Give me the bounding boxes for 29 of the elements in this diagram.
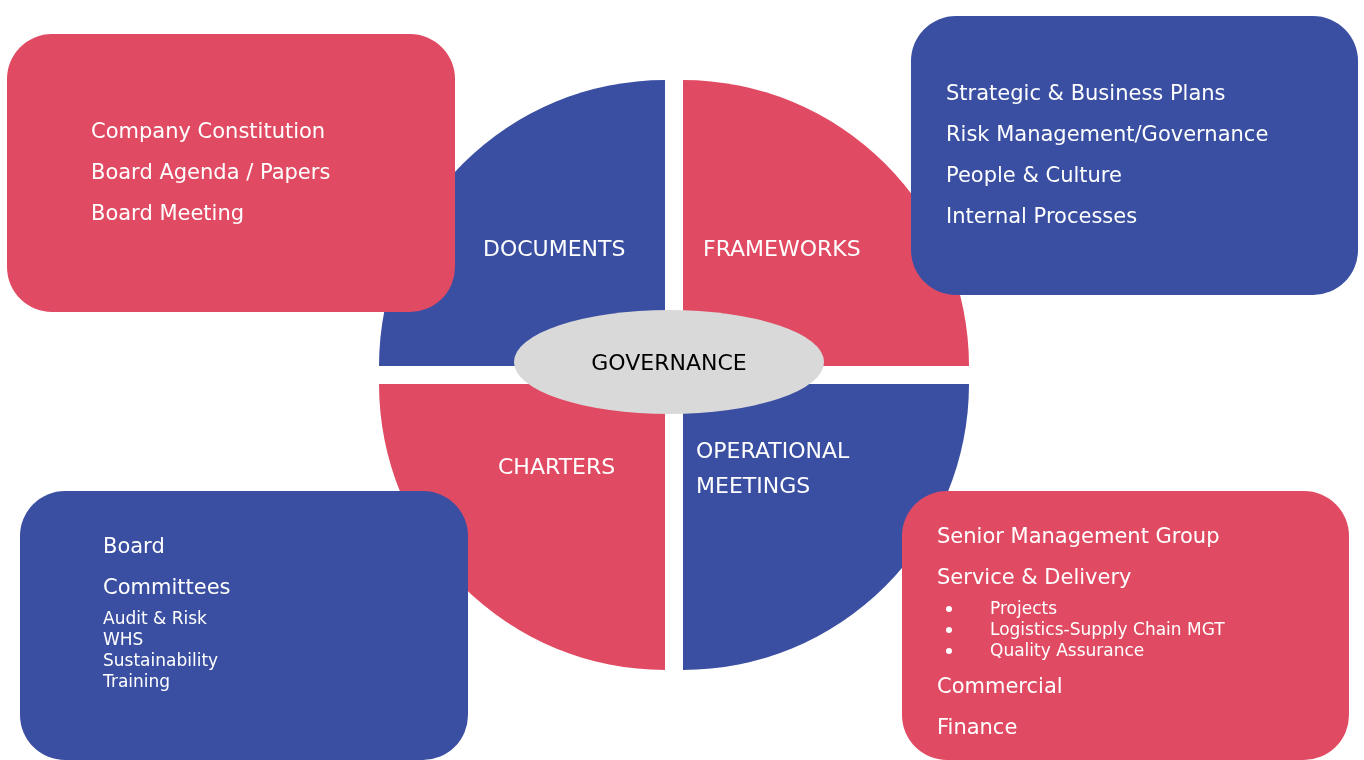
info-card <box>20 491 468 760</box>
sub-item: Audit & Risk <box>103 608 208 629</box>
info-card <box>7 34 455 312</box>
list-item: Projects <box>990 598 1058 618</box>
list-item: Quality Assurance <box>990 640 1145 660</box>
list-item: Logistics-Supply Chain MGT <box>990 619 1225 639</box>
list-item: Company Constitution <box>91 118 327 145</box>
list-item: Commercial <box>937 673 1064 700</box>
list-item: People & Culture <box>946 162 1123 189</box>
list-item: Senior Management Group <box>937 523 1221 550</box>
quadrant-label: FRAMEWORKS <box>703 235 862 263</box>
quadrant-label: CHARTERS <box>498 453 617 481</box>
list-item: Risk Management/Governance <box>946 121 1270 148</box>
list-item: Board Agenda / Papers <box>91 159 332 186</box>
quadrant-label: DOCUMENTS <box>483 235 627 263</box>
quadrant-label: OPERATIONAL MEETINGS <box>696 437 851 500</box>
list-item: Board <box>103 533 166 560</box>
list-item: Finance <box>937 714 1019 741</box>
list-item: Service & Delivery <box>937 564 1133 591</box>
list-item: Strategic & Business Plans <box>946 80 1227 107</box>
list-item: Board Meeting <box>91 200 246 227</box>
info-card <box>902 491 1349 760</box>
sub-item: Training <box>103 671 172 692</box>
list-item: Committees <box>103 574 232 601</box>
sub-item: Sustainability <box>103 650 220 671</box>
sub-item: WHS <box>103 629 145 650</box>
center-label: GOVERNANCE <box>591 349 747 375</box>
info-card <box>911 16 1358 295</box>
list-item: Internal Processes <box>946 203 1139 230</box>
